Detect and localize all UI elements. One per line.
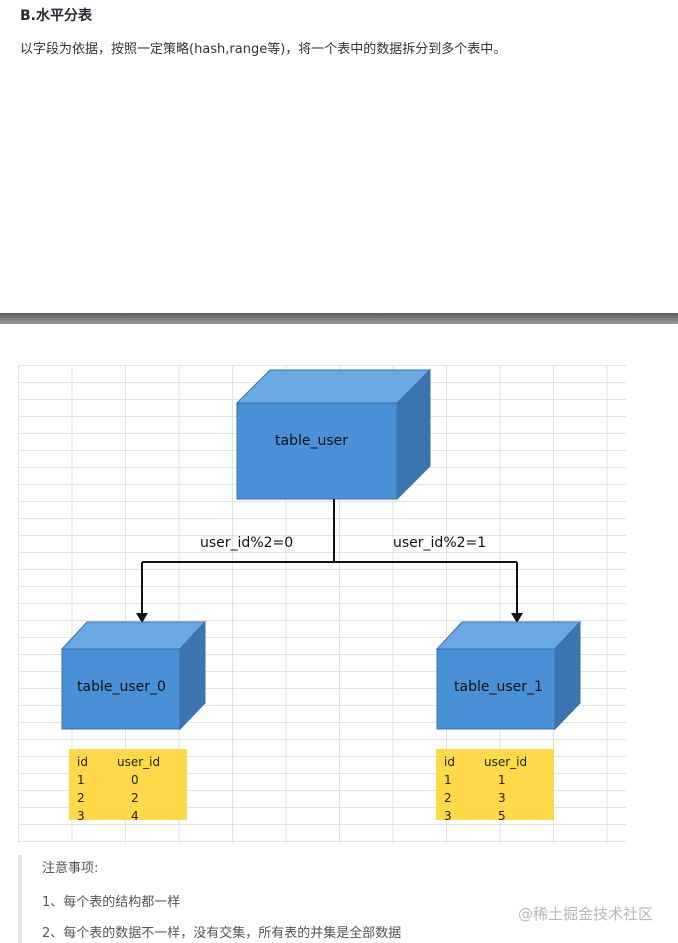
- intro-paragraph: 以字段为依据，按照一定策略(hash,range等)，将一个表中的数据拆分到多个…: [20, 42, 507, 57]
- arrowhead-right: [511, 613, 523, 623]
- right-rule-label: user_id%2=1: [393, 535, 487, 551]
- notes-item: 1、每个表的结构都一样: [42, 895, 181, 910]
- cell-user-id: 0: [131, 773, 139, 787]
- table-row: 2 2: [77, 789, 179, 807]
- connector-lines: [141, 499, 518, 617]
- table-row: 1 1: [444, 771, 546, 789]
- section-title: B.水平分表: [20, 8, 92, 24]
- left-child-box: [60, 620, 207, 731]
- notes-item: 2、每个表的数据不一样，没有交集，所有表的并集是全部数据: [42, 926, 402, 941]
- cell-user-id: 1: [498, 773, 506, 787]
- header-id: id: [77, 755, 88, 769]
- cell-id: 2: [444, 791, 452, 805]
- table-row: 1 0: [77, 771, 179, 789]
- parent-box-top: [235, 369, 432, 404]
- cell-user-id: 3: [498, 791, 506, 805]
- header-user-id: user_id: [117, 755, 161, 769]
- right-box-front: [436, 648, 556, 730]
- right-child-box: [435, 620, 582, 731]
- right-child-label: table_user_1: [454, 679, 543, 695]
- diagram-shapes: [60, 368, 582, 731]
- table-header-row: id user_id: [77, 753, 179, 771]
- arrowhead-left: [136, 613, 148, 623]
- cell-user-id: 4: [131, 809, 139, 823]
- parent-table-label: table_user: [275, 433, 348, 449]
- header-id: id: [444, 755, 455, 769]
- right-data-table: id user_id 1 1 2 3 3 5: [436, 749, 554, 823]
- sharding-diagram: table_user table_user_0 table_user_1 use…: [18, 365, 626, 843]
- left-box-front: [61, 648, 181, 730]
- cell-id: 3: [77, 809, 85, 823]
- table-row: 3 4: [77, 807, 179, 825]
- table-row: 2 3: [444, 789, 546, 807]
- cell-id: 1: [444, 773, 452, 787]
- cell-id: 1: [77, 773, 85, 787]
- header-user-id: user_id: [484, 755, 528, 769]
- cell-user-id: 5: [498, 809, 506, 823]
- left-child-label: table_user_0: [77, 679, 166, 695]
- parent-box-front: [236, 402, 398, 500]
- cell-id: 2: [77, 791, 85, 805]
- cell-id: 3: [444, 809, 452, 823]
- section-divider: [0, 313, 678, 324]
- notes-heading: 注意事项:: [42, 861, 99, 876]
- table-header-row: id user_id: [444, 753, 546, 771]
- table-row: 3 5: [444, 807, 546, 825]
- notes-blockquote: 注意事项: 1、每个表的结构都一样 2、每个表的数据不一样，没有交集，所有表的并…: [18, 855, 638, 943]
- cell-user-id: 2: [131, 791, 139, 805]
- parent-table-box: [235, 368, 432, 501]
- left-data-table: id user_id 1 0 2 2 3 4: [69, 749, 187, 823]
- watermark-text: @稀土掘金技术社区: [518, 905, 654, 923]
- left-rule-label: user_id%2=0: [200, 535, 294, 551]
